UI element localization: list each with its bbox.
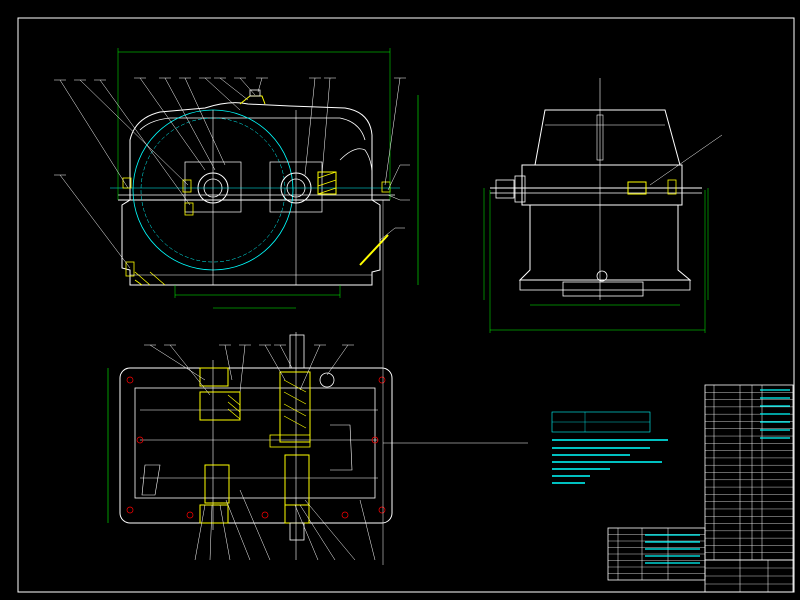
front-oil-gauge [359,234,389,266]
lower-parts-rows [608,534,705,574]
notes-text-lines [552,439,668,484]
side-coupling-left [514,175,526,203]
side-housing-top [534,109,681,166]
top-gear-small [199,391,241,421]
top-bolt-holes [126,376,386,519]
parts-text-marks [645,389,790,564]
front-housing-outline [121,102,381,286]
top-bearing-tl [199,367,229,387]
front-leader-lines [59,77,401,269]
front-balloon-ticks [54,77,410,229]
front-hatch-bolt-left2 [184,202,194,216]
front-hatch-bolt-left [182,179,192,193]
title-block [607,389,794,593]
top-gear-output [204,464,230,504]
parts-list-rows [705,392,793,553]
front-view [54,48,419,309]
front-hatch-drain [381,181,391,193]
top-gear-output-r [284,454,310,506]
top-inner-cavity [134,387,376,499]
side-housing-body [521,164,683,206]
top-left-rib [141,464,161,496]
top-right-rib [330,424,353,471]
side-housing-lower [518,205,692,281]
top-input-shaft-ext [289,334,305,369]
side-shaft-end-left [495,179,515,199]
side-slot [596,114,604,161]
parts-list [704,384,794,561]
top-hub-mid [269,434,311,448]
side-drain-circle [596,270,608,282]
front-hatch-base [134,271,166,286]
side-hatch-bearing [667,179,677,195]
top-bearing-br [284,504,310,524]
side-base [519,279,691,291]
top-gear-small-hatch [227,394,241,420]
front-hatch-plug [317,171,337,195]
side-view [483,78,723,333]
title-block-rows [705,567,793,585]
top-gear-large-hatch [283,379,307,429]
top-housing-outline [119,367,393,524]
top-gear-large [279,371,311,443]
sheet-border [17,17,795,593]
front-right-contour [339,148,373,176]
top-bearing-bl [199,504,229,524]
top-breather-circle [319,372,335,388]
side-hatch-gear [627,181,647,195]
top-view [107,200,528,565]
front-hatch-plug-lines [317,171,337,195]
top-leader-lines [149,344,376,561]
side-leader [649,134,723,186]
technical-notes [551,411,668,484]
front-hatch-foot-bottom [125,261,135,277]
top-output-shaft-ext [289,522,305,541]
front-hatch-foot-left [122,177,132,189]
front-cover-line [139,117,366,141]
front-breather-cap [249,89,261,97]
side-base-foot [562,281,644,297]
